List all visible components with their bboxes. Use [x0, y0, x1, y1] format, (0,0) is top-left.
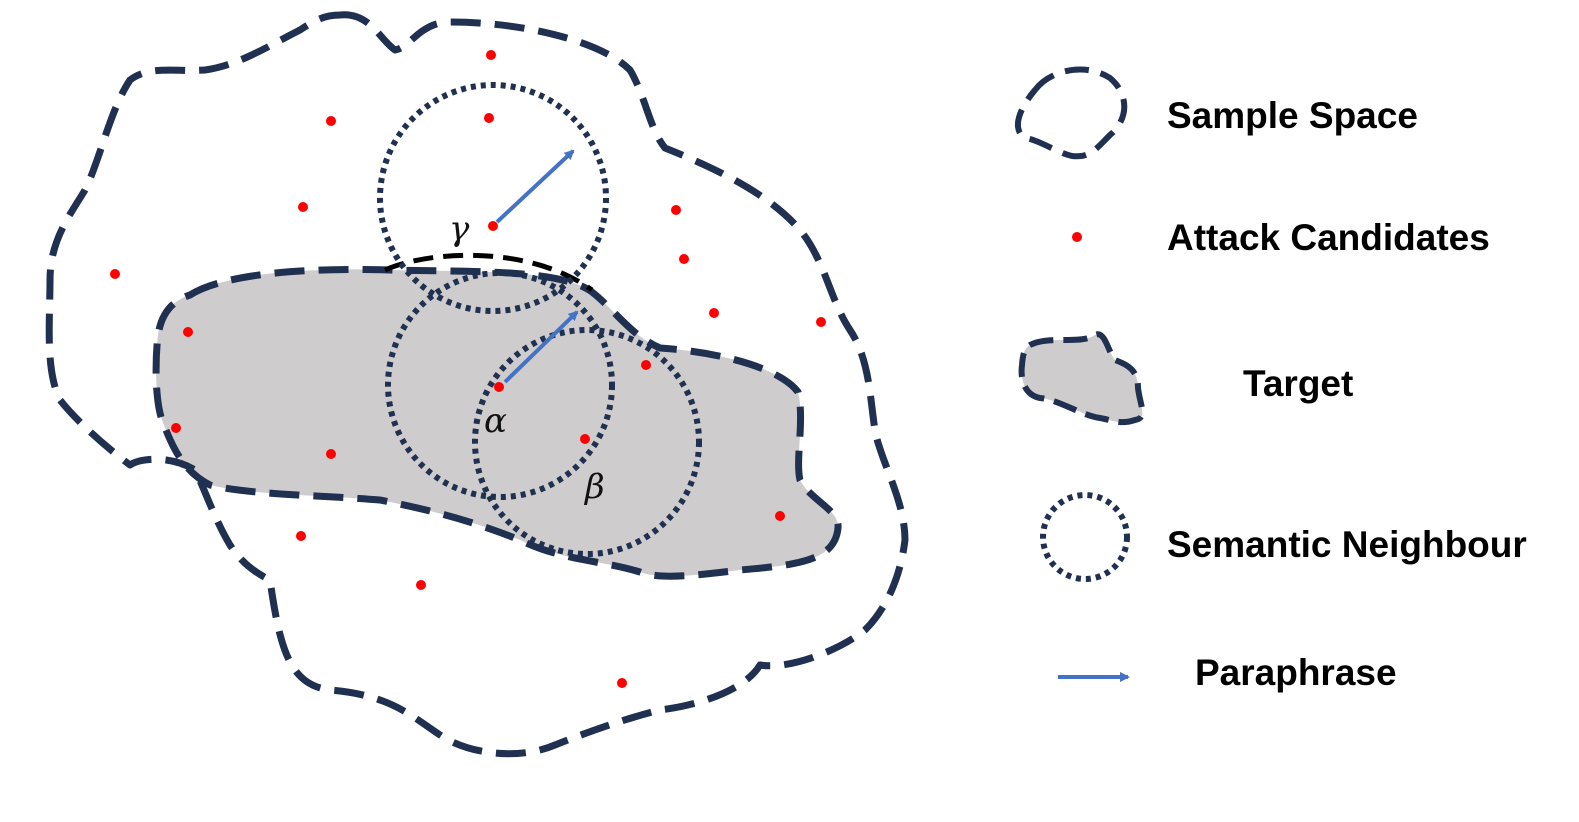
- candidate-dot: [326, 116, 336, 126]
- legend-label-paraphrase: Paraphrase: [1195, 652, 1397, 693]
- candidate-dot: [709, 308, 719, 318]
- legend: Sample Space Attack Candidates Target Se…: [1014, 66, 1527, 693]
- candidate-dot: [326, 449, 336, 459]
- decision-boundary-arc: [383, 252, 594, 293]
- label-beta: β: [583, 467, 605, 507]
- candidate-dot: [816, 317, 826, 327]
- gray-blob-icon: [1018, 331, 1146, 426]
- legend-label-target: Target: [1243, 363, 1353, 404]
- candidate-dot: [679, 254, 689, 264]
- candidate-dot: [486, 50, 496, 60]
- candidate-dot: [171, 423, 181, 433]
- candidate-dot: [296, 531, 306, 541]
- candidate-dot: [416, 580, 426, 590]
- candidate-dot: [617, 678, 627, 688]
- red-dot-icon: [1072, 232, 1082, 242]
- legend-label-semantic-neighbour: Semantic Neighbour: [1167, 524, 1527, 565]
- candidate-dot: [671, 205, 681, 215]
- paraphrase-arrow-alpha: [503, 310, 579, 384]
- candidate-dot: [494, 382, 504, 392]
- paraphrase-arrow-gamma: [495, 149, 575, 224]
- candidate-dot: [298, 202, 308, 212]
- dotted-circle-icon: [1040, 492, 1130, 582]
- candidate-dot: [580, 434, 590, 444]
- candidate-dot: [775, 511, 785, 521]
- candidate-dot: [641, 360, 651, 370]
- legend-label-attack-candidates: Attack Candidates: [1167, 217, 1490, 258]
- neighbour-circle-gamma: [377, 82, 609, 314]
- attack-candidates: [110, 50, 826, 688]
- target-region: [152, 265, 842, 580]
- candidate-dot: [110, 269, 120, 279]
- legend-label-sample-space: Sample Space: [1167, 95, 1418, 136]
- label-gamma: γ: [449, 209, 470, 249]
- dashed-blob-icon: [1014, 66, 1128, 160]
- candidate-dot: [183, 327, 193, 337]
- neighbour-circle-beta: [472, 327, 702, 557]
- label-alpha: α: [484, 401, 507, 441]
- neighbour-circle-alpha: [385, 270, 615, 500]
- candidate-dot: [484, 113, 494, 123]
- candidate-dot: [488, 221, 498, 231]
